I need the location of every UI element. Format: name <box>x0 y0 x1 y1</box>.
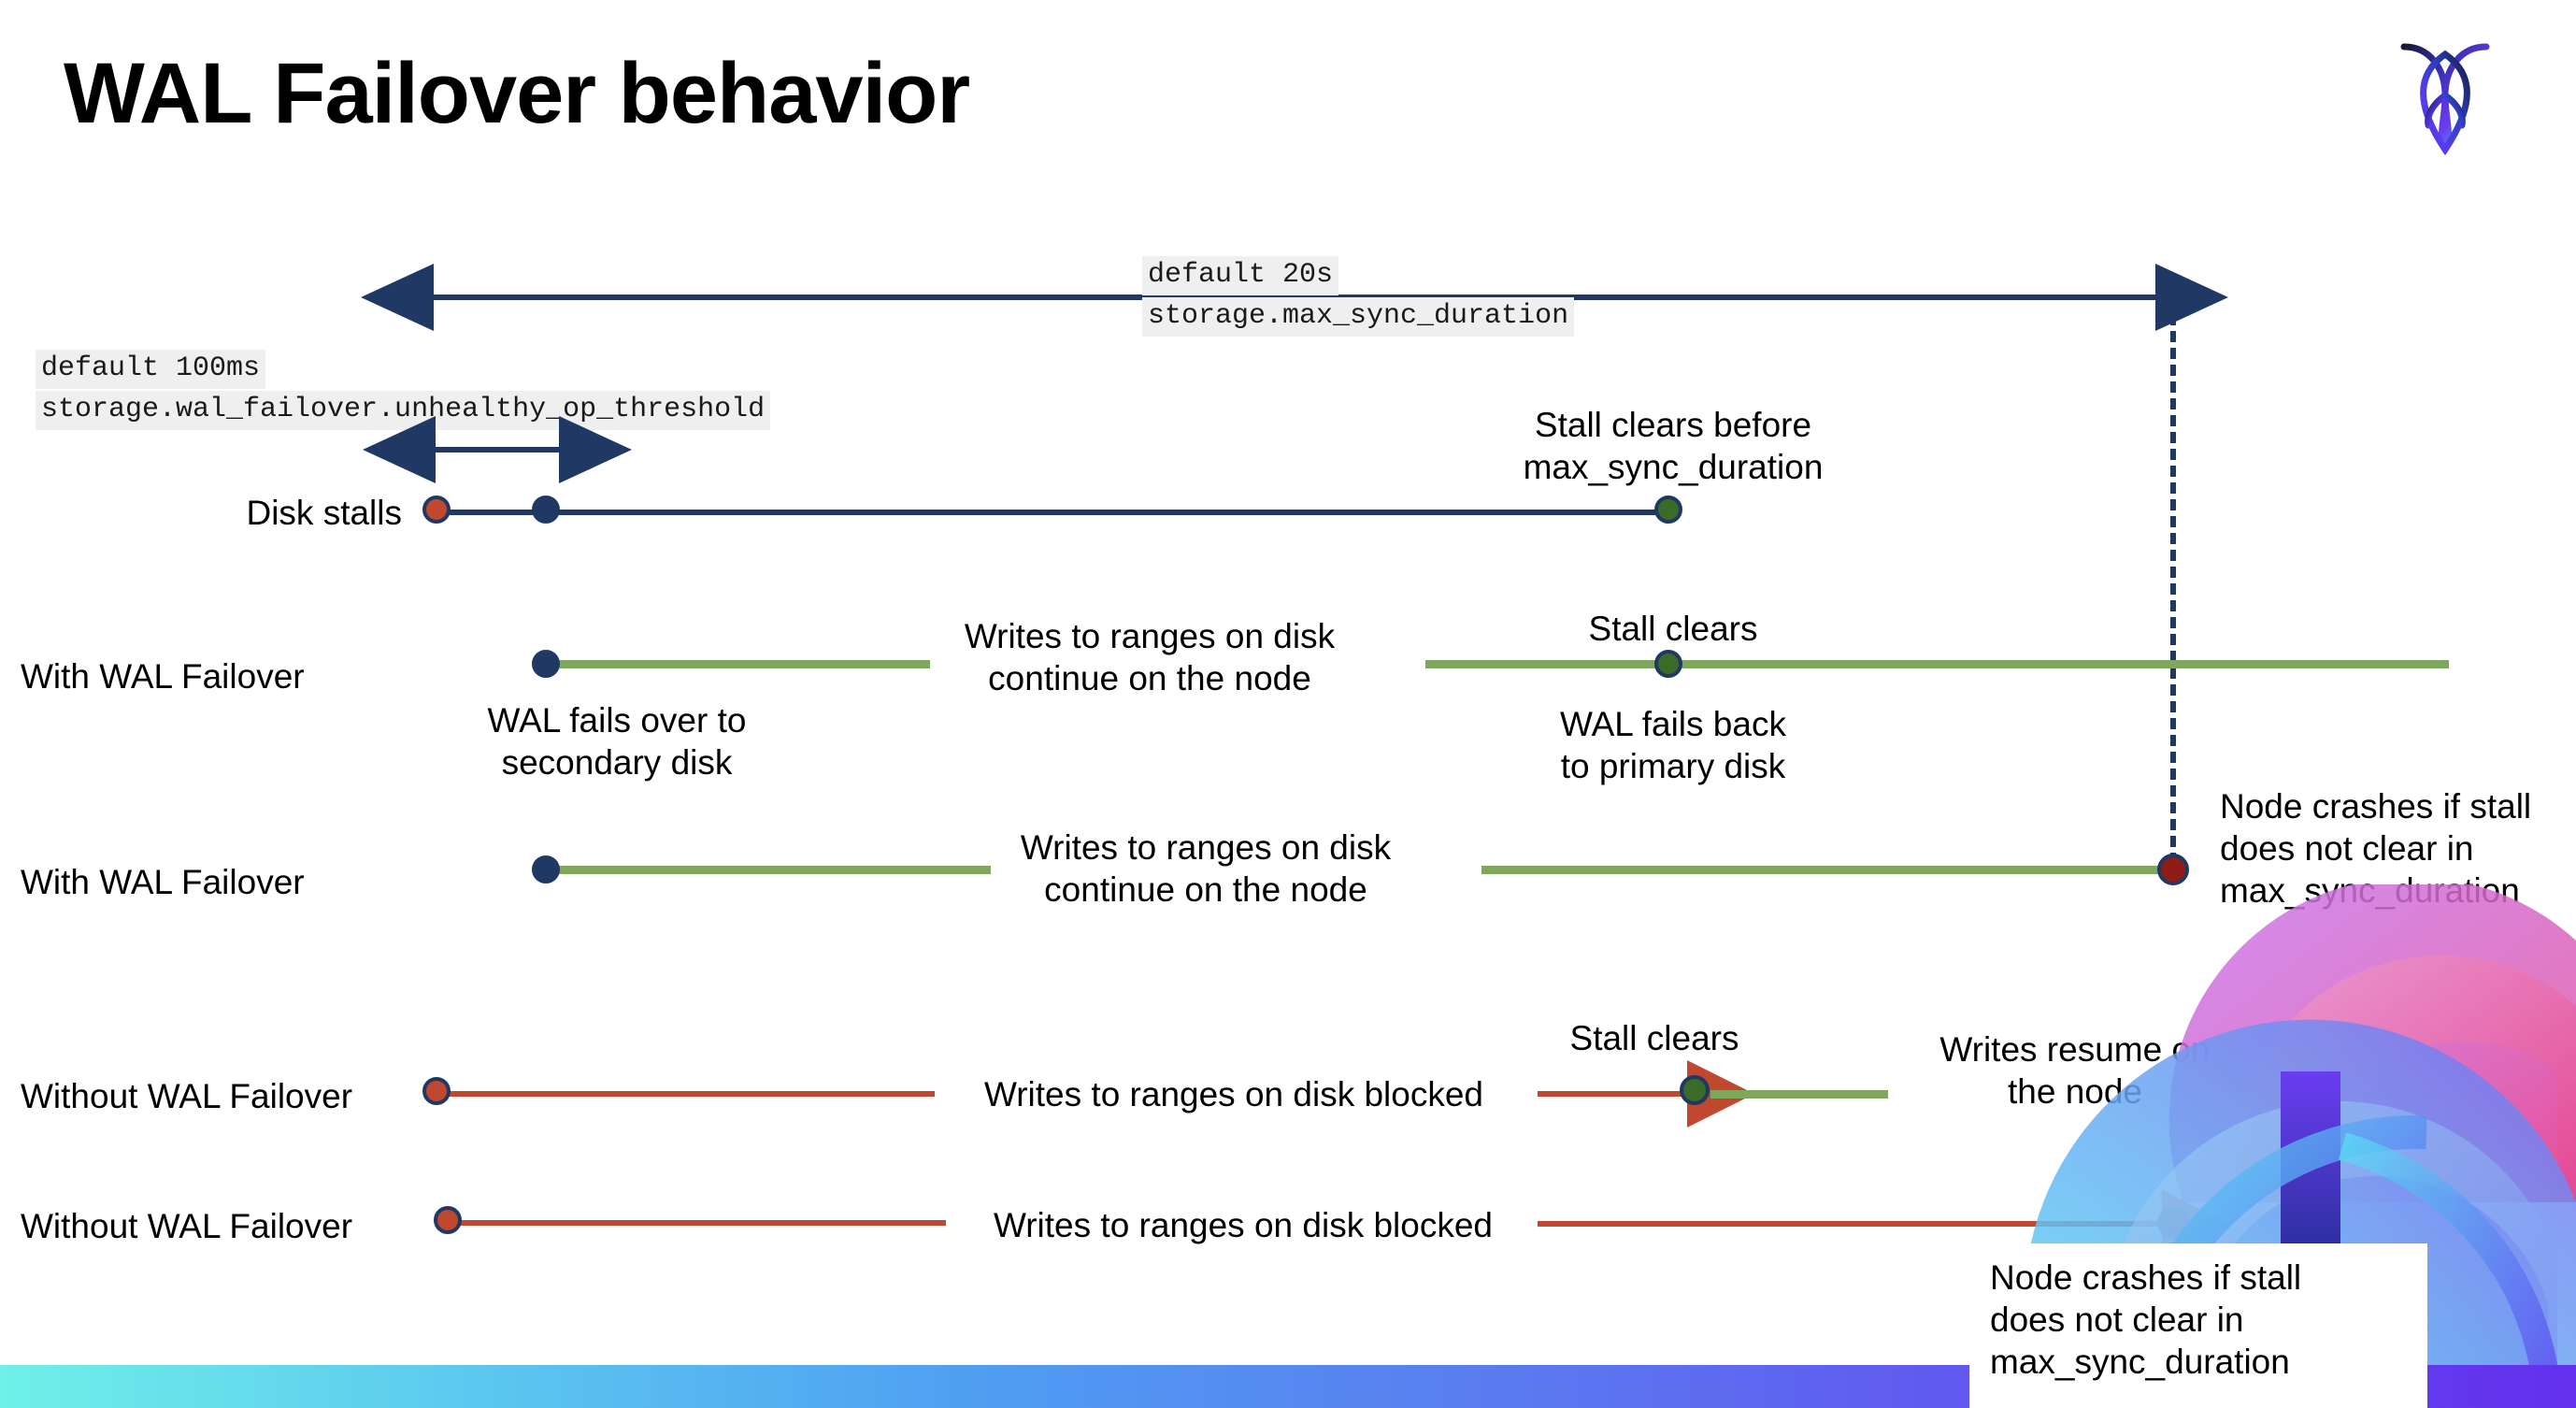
without-wal-failover-2-blocked-arrow <box>1538 1190 2229 1257</box>
with-wal-failover-1-segment-left <box>547 660 930 668</box>
note-wal-fails-over: WAL fails over to secondary disk <box>487 701 747 783</box>
without-wal-failover-1-stall-clear-dot <box>1680 1075 1710 1105</box>
with-wal-failover-1-segment-right <box>1425 660 2449 668</box>
disk-stalls-timeline <box>437 510 1676 515</box>
with-wal-failover-2-segment-right <box>1481 866 2173 874</box>
cockroachdb-logo <box>2389 26 2501 156</box>
row-label-without-wal-failover-2: Without WAL Failover <box>21 1207 353 1245</box>
node-crash-callout: Node crashes if stall does not clear in … <box>1969 1243 2427 1408</box>
max-sync-duration-default-label: default 20s <box>1142 256 1339 295</box>
wal-failback-dot <box>1654 650 1682 678</box>
without-wal-failover-1-blocked-arrow <box>1538 1060 1754 1128</box>
row-label-with-wal-failover-1: With WAL Failover <box>21 657 305 696</box>
note-writes-continue-1: Writes to ranges on disk continue on the… <box>964 617 1336 698</box>
wal-failover-trigger-dot <box>532 496 560 524</box>
unhealthy-op-threshold-setting-label: storage.wal_failover.unhealthy_op_thresh… <box>36 391 771 430</box>
note-writes-continue-2: Writes to ranges on disk continue on the… <box>1020 828 1392 910</box>
with-wal-failover-2-segment-left <box>547 866 991 874</box>
without-wal-failover-2-blocked-left <box>451 1220 946 1226</box>
row-label-with-wal-failover-2: With WAL Failover <box>21 863 305 901</box>
note-node-crashes-2: Node crashes if stall does not clear in … <box>1990 1258 2302 1382</box>
note-writes-blocked-1: Writes to ranges on disk blocked <box>983 1075 1484 1113</box>
without-wal-failover-1-resume-left <box>1710 1090 1888 1099</box>
max-sync-duration-divider <box>2170 297 2176 881</box>
wal-failover-start-dot-2 <box>532 855 560 884</box>
note-node-crashes-1: Node crashes if stall does not clear in … <box>2220 787 2532 911</box>
without-wal-failover-1-stall-start-dot <box>422 1077 451 1105</box>
page-title: WAL Failover behavior <box>64 46 970 141</box>
disk-stall-clear-dot <box>1654 496 1682 524</box>
row-label-without-wal-failover-1: Without WAL Failover <box>21 1077 353 1115</box>
row-label-disk-stalls: Disk stalls <box>246 494 402 532</box>
note-stall-clears-before-max-sync: Stall clears before max_sync_duration <box>1523 406 1824 487</box>
note-wal-fails-back: WAL fails back to primary disk <box>1560 705 1786 786</box>
note-writes-resume: Writes resume on the node <box>1939 1030 2211 1112</box>
without-wal-failover-2-stall-start-dot <box>434 1206 462 1234</box>
disk-stall-start-dot <box>422 496 451 524</box>
note-stall-clears-1: Stall clears <box>1588 610 1758 648</box>
wal-failover-start-dot <box>532 650 560 678</box>
node-crash-dot-1 <box>2157 854 2189 885</box>
unhealthy-op-threshold-span-arrow <box>363 416 632 483</box>
note-stall-clears-2: Stall clears <box>1569 1019 1739 1057</box>
without-wal-failover-1-resume-right <box>2290 1090 2454 1099</box>
without-wal-failover-1-blocked-left <box>439 1091 935 1097</box>
max-sync-duration-setting-label: storage.max_sync_duration <box>1142 297 1575 337</box>
node-crash-dot-2 <box>2157 1207 2189 1239</box>
note-writes-blocked-2: Writes to ranges on disk blocked <box>993 1206 1494 1244</box>
unhealthy-op-threshold-default-label: default 100ms <box>36 350 266 389</box>
